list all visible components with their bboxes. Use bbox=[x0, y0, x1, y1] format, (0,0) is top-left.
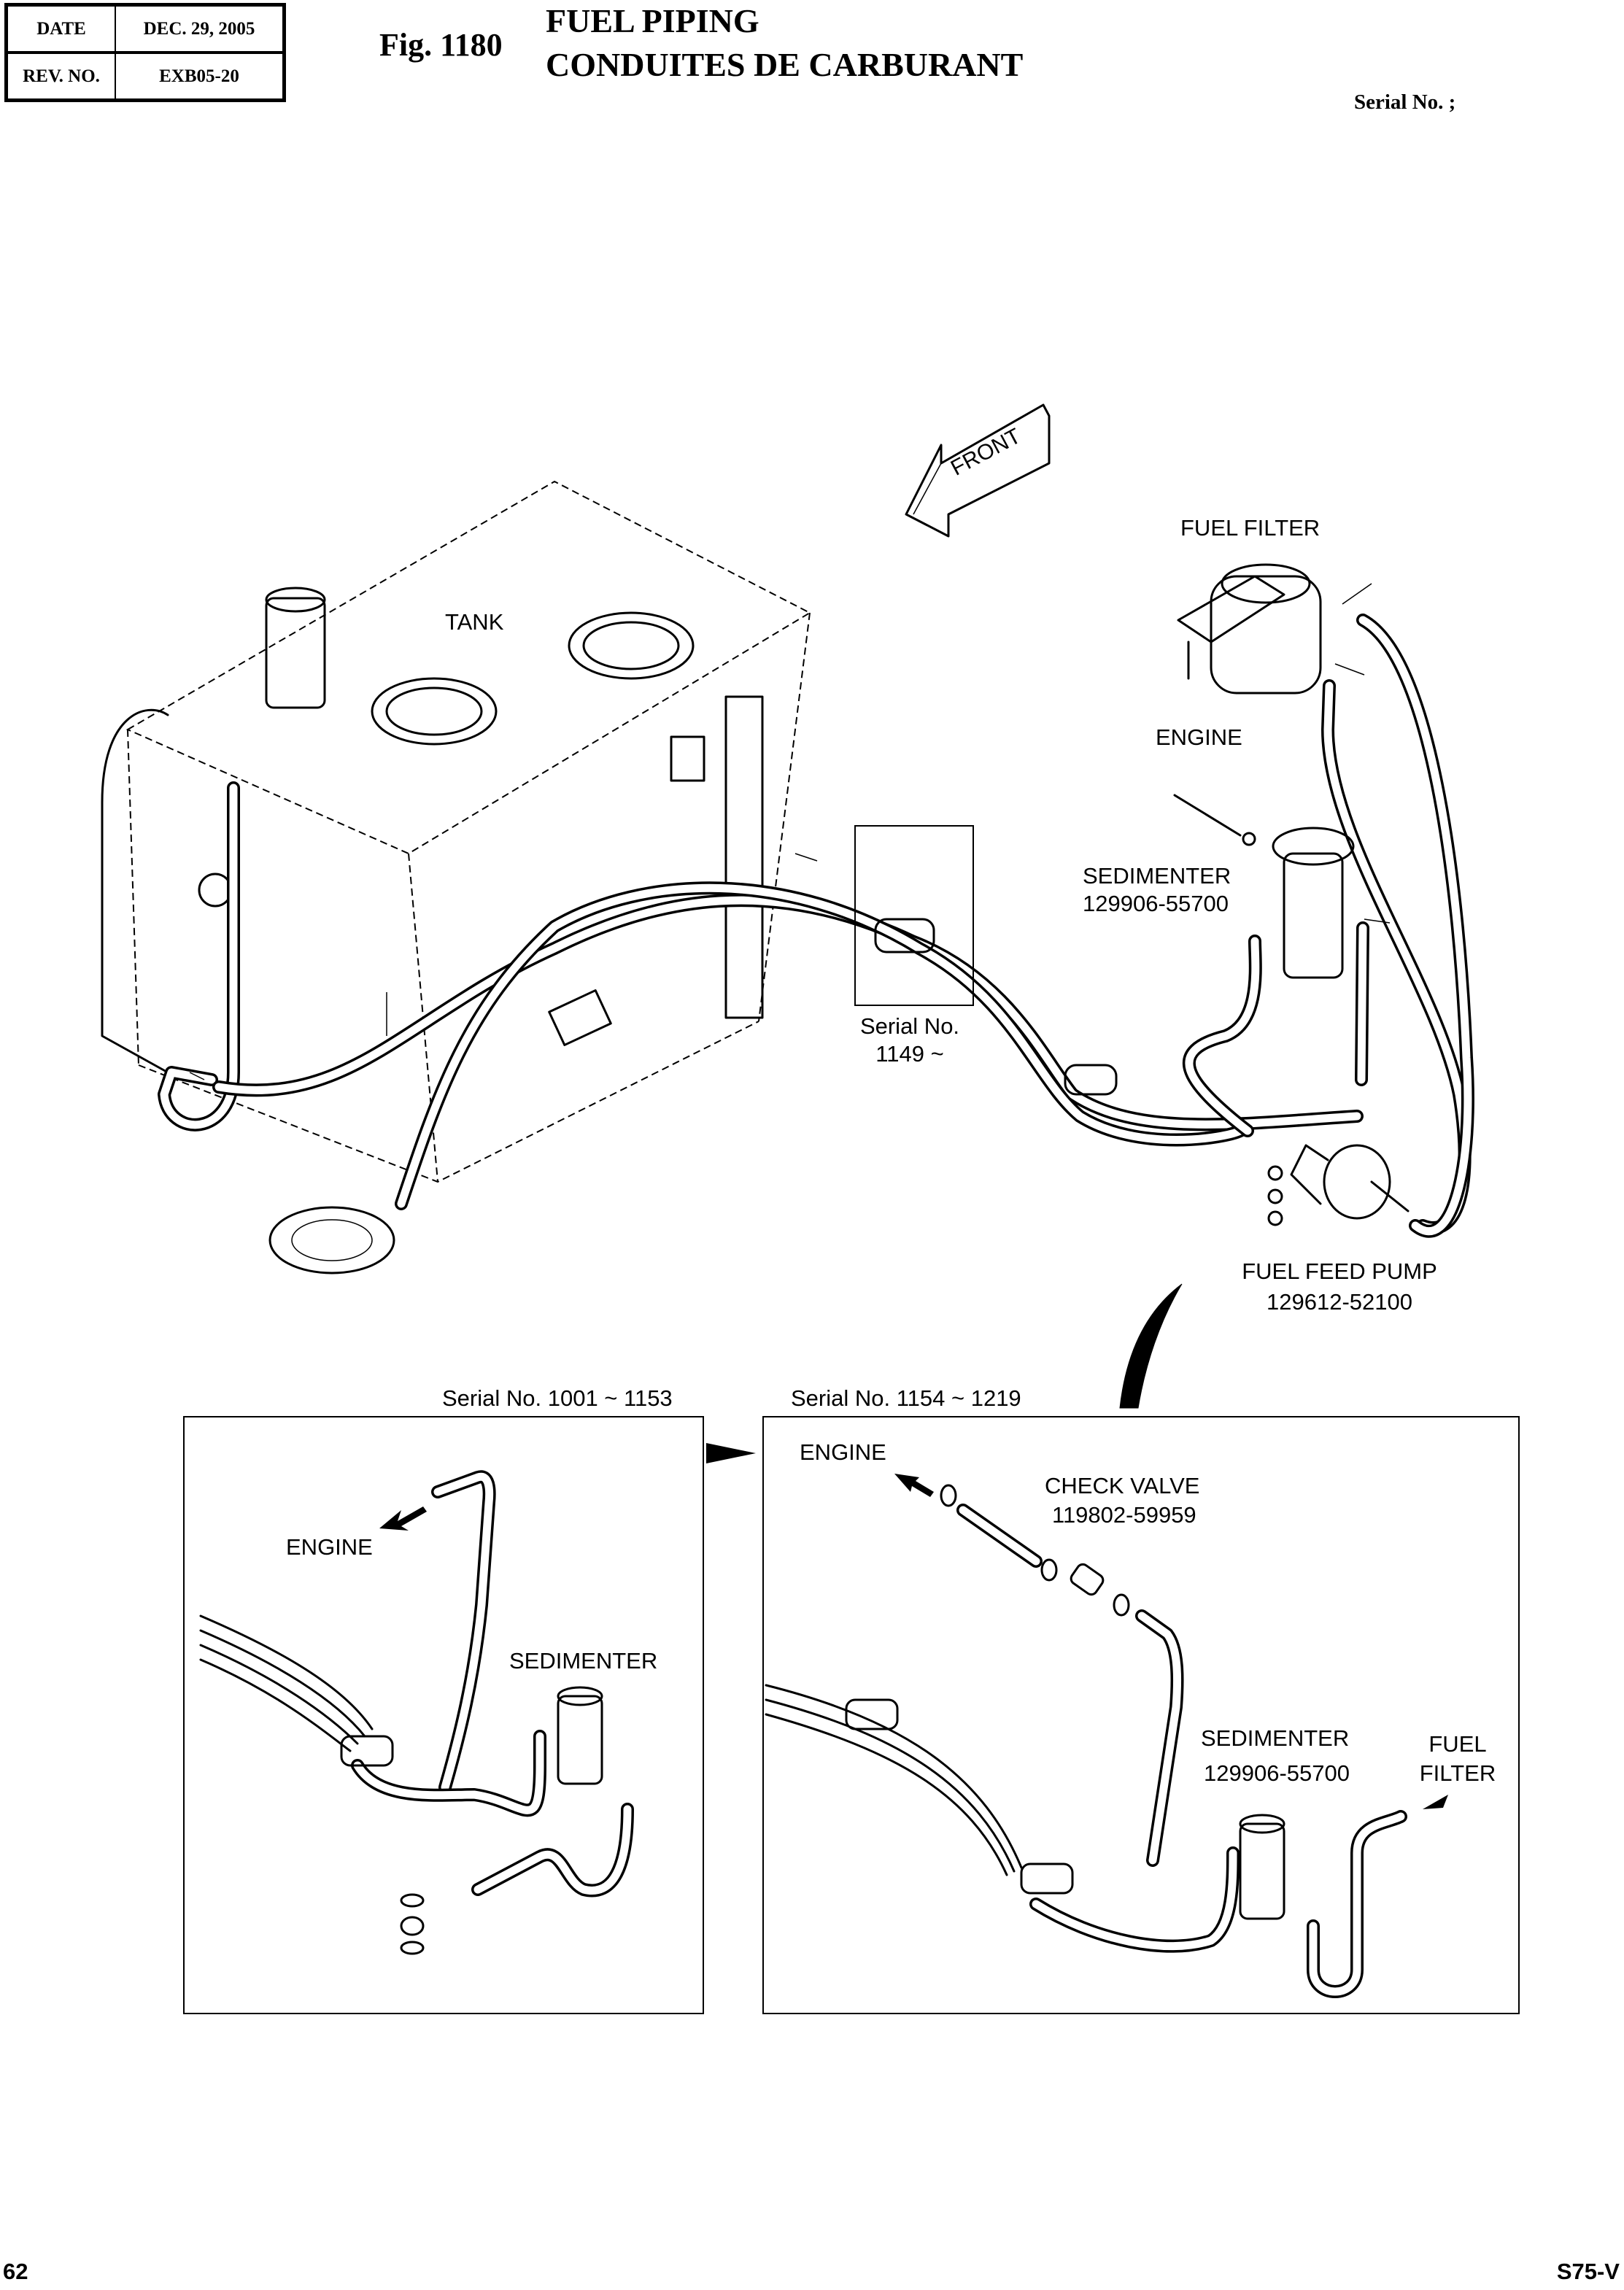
sedimenter-part-number: 129906-55700 bbox=[1083, 891, 1229, 916]
engine-arrow-icon-new bbox=[894, 1474, 934, 1497]
detail-old-serial-range: Serial No. 1001 ~ 1153 bbox=[442, 1385, 673, 1411]
page-number: 62 bbox=[3, 2259, 28, 2284]
fuel-feed-pump-part-number: 129612-52100 bbox=[1267, 1289, 1412, 1315]
fuel-filter-arrow-icon bbox=[1423, 1795, 1448, 1809]
fuel-feed-pump-label: FUEL FEED PUMP bbox=[1242, 1258, 1437, 1284]
figure-number: Fig. 1180 bbox=[379, 27, 503, 63]
detail-new-serial-range: Serial No. 1154 ~ 1219 bbox=[791, 1385, 1021, 1411]
clamp-serial-range: 1149 ~ bbox=[875, 1041, 944, 1067]
date-label: DATE bbox=[5, 4, 116, 54]
clamp-inset-box bbox=[854, 825, 974, 1006]
detail-new-sedimenter-label: SEDIMENTER bbox=[1201, 1725, 1350, 1751]
detail-new-sedimenter-part-number: 129906-55700 bbox=[1204, 1760, 1350, 1786]
revision-table: DATE DEC. 29, 2005 REV. NO. EXB05-20 bbox=[4, 3, 286, 102]
fuel-filter bbox=[1177, 563, 1322, 695]
detail-box-old bbox=[183, 1416, 704, 2014]
detail-old-drawing bbox=[199, 1470, 634, 1955]
sedimenter-label: SEDIMENTER bbox=[1083, 863, 1231, 889]
detail-box-new bbox=[762, 1416, 1520, 2014]
page-title: FUEL PIPING bbox=[546, 2, 759, 39]
fuel-filter-label: FUEL FILTER bbox=[1180, 515, 1321, 541]
sedimenter bbox=[1173, 794, 1355, 979]
fuel-tank bbox=[101, 480, 812, 1274]
detail-new-fuel-filter-label: FUEL bbox=[1428, 1731, 1487, 1757]
hose-bundle bbox=[158, 614, 1474, 1238]
detail-new-engine-label: ENGINE bbox=[800, 1439, 886, 1465]
detail-old-sedimenter-label: SEDIMENTER bbox=[509, 1648, 658, 1674]
detail-new-fuel-filter-label-line2: FILTER bbox=[1419, 1760, 1496, 1786]
pipe-clamp bbox=[874, 918, 1118, 1096]
front-direction-arrow bbox=[905, 403, 1051, 538]
model-number: S75-V bbox=[1556, 2259, 1620, 2284]
transition-arrow bbox=[1119, 1283, 1183, 1409]
detail-new-drawing bbox=[765, 1474, 1448, 1998]
fuel-feed-pump bbox=[1267, 1144, 1410, 1226]
check-valve-part-number: 119802-59959 bbox=[1052, 1502, 1196, 1528]
detail-arrow bbox=[706, 1443, 756, 1463]
check-valve-label: CHECK VALVE bbox=[1045, 1473, 1200, 1498]
serial-number-header: Serial No. ; bbox=[1354, 90, 1456, 114]
page-title-french: CONDUITES DE CARBURANT bbox=[546, 46, 1024, 83]
tank-label: TANK bbox=[445, 609, 504, 635]
engine-arrow-icon bbox=[379, 1506, 427, 1531]
clamp-serial-label: Serial No. bbox=[859, 1013, 960, 1039]
rev-value: EXB05-20 bbox=[115, 52, 285, 101]
leader-lines bbox=[189, 583, 1391, 1080]
engine-label: ENGINE bbox=[1156, 724, 1242, 750]
rev-label: REV. NO. bbox=[5, 52, 116, 101]
detail-old-engine-label: ENGINE bbox=[286, 1534, 373, 1560]
date-value: DEC. 29, 2005 bbox=[115, 4, 285, 54]
